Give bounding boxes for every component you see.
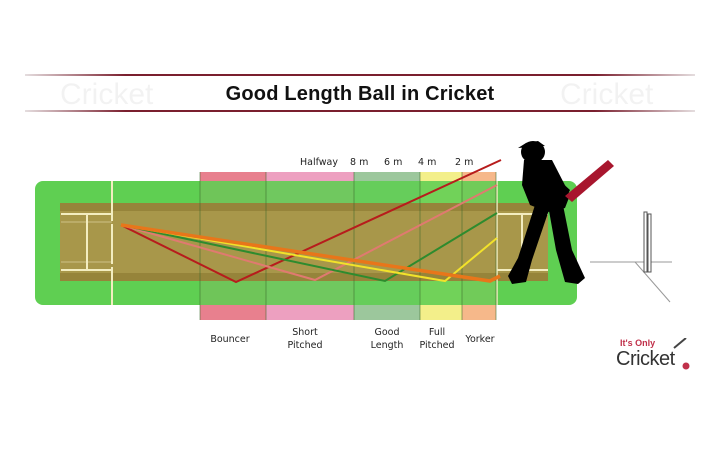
delivery-path-full-pitched <box>120 224 498 283</box>
pitch-top-edge <box>60 203 548 211</box>
zone-label-line: Length <box>370 340 404 351</box>
distance-marker-halfway: Halfway <box>300 157 338 168</box>
zone-label-line: Full <box>428 327 446 338</box>
zone-label-line: Short <box>292 327 318 338</box>
zone-label-full-pitched: Full Pitched <box>412 326 462 352</box>
bowler-crease-markings <box>61 181 113 305</box>
logo-tagline: It's Only <box>620 338 656 348</box>
diagram-title: Good Length Ball in Cricket <box>225 83 495 105</box>
distance-marker-6m: 6 m <box>384 157 403 168</box>
distance-marker-8m: 8 m <box>350 157 369 168</box>
logo-bat-ball-icon <box>673 338 690 370</box>
zone-label-line: Pitched <box>287 340 323 351</box>
zone-label-line: Yorker <box>465 334 495 345</box>
distance-marker-4m: 4 m <box>418 157 437 168</box>
delivery-path-yorker <box>120 223 501 283</box>
pitch-strip <box>60 203 548 281</box>
background-watermark: Cricket <box>560 78 654 111</box>
delivery-path-good-length <box>120 212 498 283</box>
delivery-path-short-pitched <box>120 184 498 282</box>
title-bottom-rule <box>25 110 695 112</box>
background-watermark: Cricket <box>60 78 154 111</box>
delivery-path-bouncer <box>120 159 502 284</box>
zone-label-good-length: Good Length <box>357 326 417 352</box>
its-only-cricket-logo: It's Only Cricket <box>612 338 692 378</box>
cricket-bat-icon <box>565 160 614 202</box>
batsman-silhouette <box>508 141 614 284</box>
title-top-rule <box>25 74 695 76</box>
zone-label-line: Good <box>374 327 400 338</box>
delivery-paths <box>120 159 502 284</box>
zone-label-line: Bouncer <box>210 334 250 345</box>
logo-wordmark: Cricket <box>616 348 675 370</box>
zone-label-yorker: Yorker <box>459 333 501 346</box>
zone-label-line: Pitched <box>419 340 455 351</box>
distance-marker-2m: 2 m <box>455 157 474 168</box>
stumps-icon <box>590 211 672 303</box>
zone-label-short-pitched: Short Pitched <box>275 326 335 352</box>
zone-label-bouncer: Bouncer <box>200 333 260 346</box>
